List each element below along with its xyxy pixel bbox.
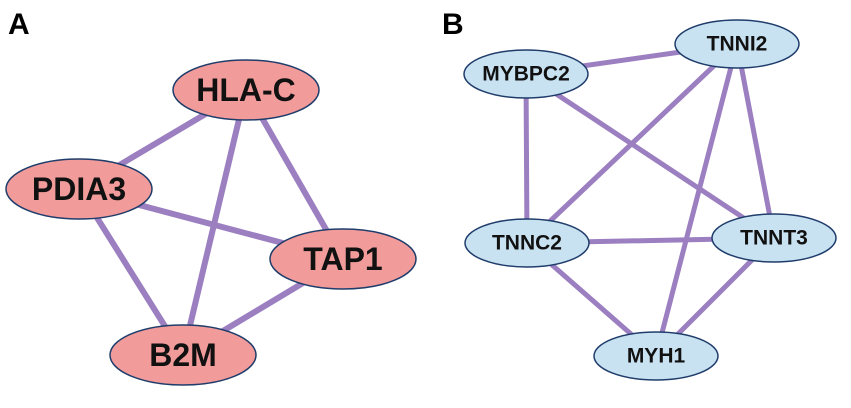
node-shape [172,59,320,121]
node-label: TNNI2 [707,33,768,56]
edge-mybpc2-tnnt3 [523,71,777,241]
edge-tnni2-tnnc2 [524,41,740,246]
edge-tnni2-tnnt3 [734,41,777,241]
node-label: PDIA3 [32,171,126,207]
node-label: MYBPC2 [482,63,570,86]
node-mybpc2: MYBPC2 [463,49,589,99]
node-label: TNNC2 [492,232,562,255]
node-pdia3: PDIA3 [5,158,153,220]
node-shape [593,331,719,381]
panel-a-edges [76,87,346,358]
node-label: MYH1 [627,345,686,368]
node-label: TAP1 [303,241,382,277]
node-shape [269,228,417,290]
node-hla-c: HLA-C [172,59,320,121]
node-tnnt3: TNNT3 [711,213,837,263]
node-shape [674,19,800,69]
panel-b-label: B [442,8,464,41]
node-b2m: B2M [109,324,257,386]
edge-mybpc2-tnnc2 [523,71,530,246]
node-label: TNNT3 [740,227,808,250]
node-tnnc2: TNNC2 [464,218,590,268]
node-tnni2: TNNI2 [674,19,800,69]
node-label: B2M [149,337,217,373]
node-shape [109,324,257,386]
node-shape [711,213,837,263]
node-label: HLA-C [196,72,296,108]
edge-tnni2-myh1 [653,41,740,359]
node-shape [463,49,589,99]
panel-a-label: A [8,8,30,41]
node-tap1: TAP1 [269,228,417,290]
node-myh1: MYH1 [593,331,719,381]
node-shape [5,158,153,220]
node-shape [464,218,590,268]
